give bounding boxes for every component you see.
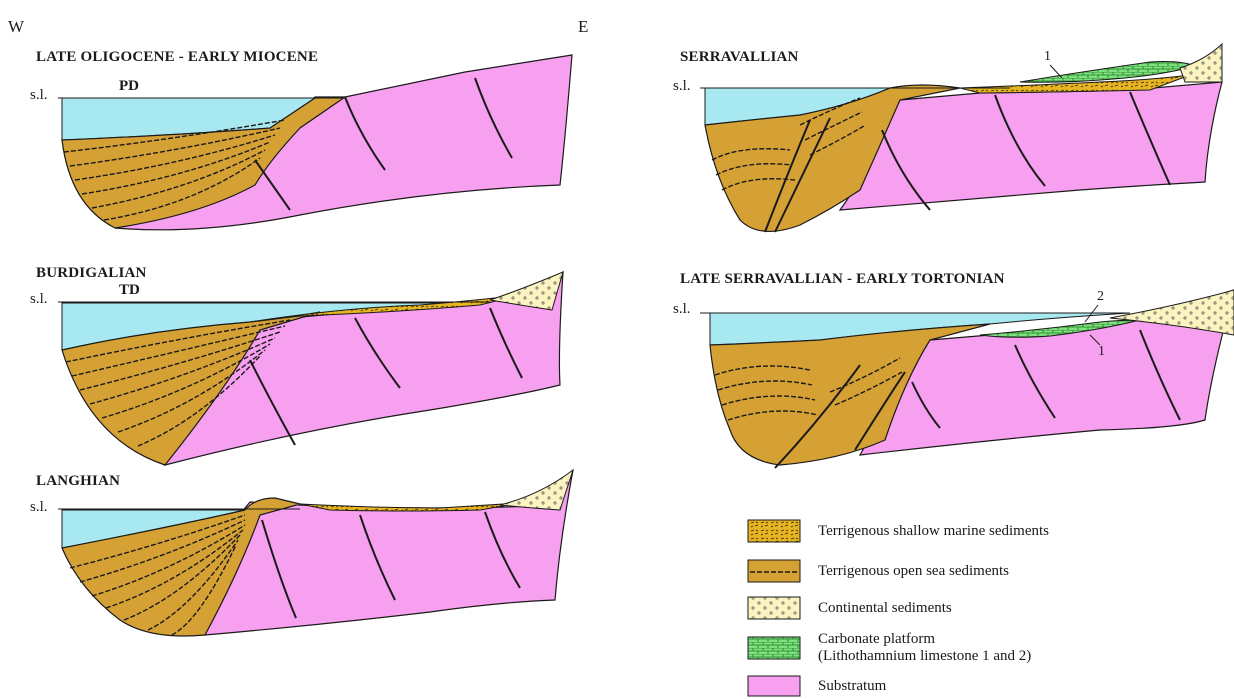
sea-level-label: s.l. bbox=[30, 500, 48, 515]
legend-swatch-continental bbox=[748, 597, 800, 619]
east-label: E bbox=[578, 18, 588, 35]
legend-label-shallow-marine: Terrigenous shallow marine sediments bbox=[818, 523, 1049, 540]
west-label: W bbox=[8, 18, 24, 35]
sea-level-label: s.l. bbox=[30, 292, 48, 307]
sea-level-label: s.l. bbox=[673, 79, 691, 94]
sea-level-label: s.l. bbox=[673, 302, 691, 317]
legend-label-carbonate-line1: Carbonate platform bbox=[818, 631, 935, 647]
sea-level-label: s.l. bbox=[30, 88, 48, 103]
panel-code-pd: PD bbox=[119, 79, 139, 94]
panel-title-langhian: LANGHIAN bbox=[36, 474, 120, 489]
panel-title-late-serravallian-early-tortonian: LATE SERRAVALLIAN - EARLY TORTONIAN bbox=[680, 272, 1005, 287]
panel-title-burdigalian: BURDIGALIAN bbox=[36, 266, 147, 281]
legend-label-continental: Continental sediments bbox=[818, 600, 952, 617]
legend-swatch-carbonate bbox=[748, 637, 800, 659]
legend-swatch-open-sea bbox=[748, 560, 800, 582]
panel-code-td: TD bbox=[119, 283, 140, 298]
panel-burdigalian bbox=[58, 272, 563, 465]
legend-swatch-shallow-marine bbox=[748, 520, 800, 542]
legend-label-open-sea: Terrigenous open sea sediments bbox=[818, 563, 1009, 580]
legend-label-carbonate: Carbonate platform (Lithothamnium limest… bbox=[818, 631, 1031, 665]
panel-late-serravallian-early-tortonian bbox=[700, 290, 1234, 468]
legend-label-carbonate-line2: (Lithothamnium limestone 1 and 2) bbox=[818, 648, 1031, 665]
legend-swatches bbox=[748, 520, 800, 696]
substratum-area bbox=[205, 470, 573, 635]
legend-swatch-substratum bbox=[748, 676, 800, 696]
continental-sediments bbox=[500, 470, 573, 510]
marker-2-label: 2 bbox=[1097, 290, 1104, 304]
marker-1-label: 1 bbox=[1044, 50, 1051, 64]
marker-1-label: 1 bbox=[1098, 345, 1105, 359]
panel-serravallian bbox=[700, 44, 1222, 232]
legend-label-substratum: Substratum bbox=[818, 678, 886, 695]
panel-title-late-oligocene-early-miocene: LATE OLIGOCENE - EARLY MIOCENE bbox=[36, 50, 318, 65]
panel-langhian bbox=[58, 470, 573, 636]
panel-title-serravallian: SERRAVALLIAN bbox=[680, 50, 799, 65]
